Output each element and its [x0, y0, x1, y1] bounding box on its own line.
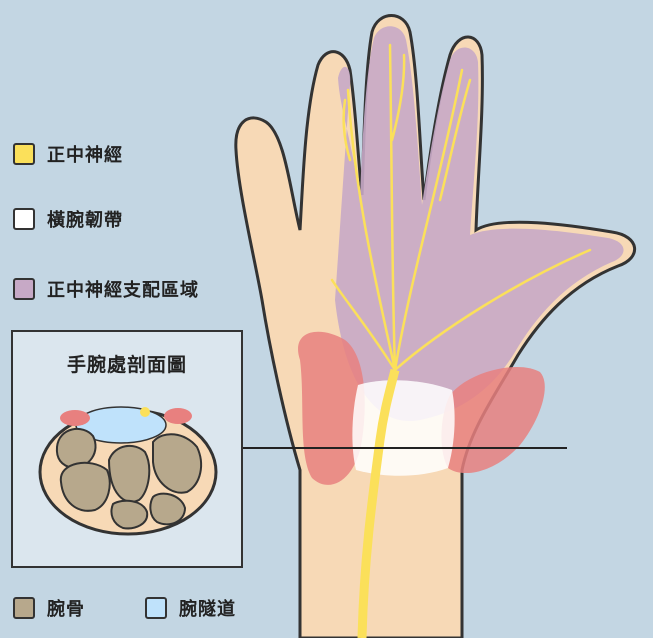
legend-label-carpal-bones: 腕骨 [47, 595, 85, 621]
median-nerve-dot [140, 407, 150, 417]
legend-swatch-purple [13, 278, 35, 300]
cross-section-drawing [13, 332, 245, 570]
carpal-bone-6 [111, 501, 147, 529]
legend-swatch-yellow [13, 143, 35, 165]
wrist-cross-section-panel: 手腕處剖面圖 [11, 330, 243, 568]
legend-nerve-region: 正中神經支配區域 [13, 276, 199, 302]
transverse-carpal-ligament-shape [352, 380, 454, 476]
legend-carpal-tunnel: 腕隧道 [145, 595, 236, 621]
legend-carpal-bones: 腕骨 [13, 595, 85, 621]
legend-swatch-white [13, 208, 35, 230]
muscle-right [164, 408, 192, 424]
muscle-left [60, 410, 90, 426]
legend-label-transverse-ligament: 橫腕韌帶 [47, 206, 123, 232]
legend-label-carpal-tunnel: 腕隧道 [179, 595, 236, 621]
carpal-bone-5 [150, 494, 185, 525]
legend-label-nerve-region: 正中神經支配區域 [47, 276, 199, 302]
legend-median-nerve: 正中神經 [13, 141, 123, 167]
legend-label-median-nerve: 正中神經 [47, 141, 123, 167]
legend-swatch-light-blue [145, 597, 167, 619]
legend-transverse-ligament: 橫腕韌帶 [13, 206, 123, 232]
legend-swatch-tan [13, 597, 35, 619]
